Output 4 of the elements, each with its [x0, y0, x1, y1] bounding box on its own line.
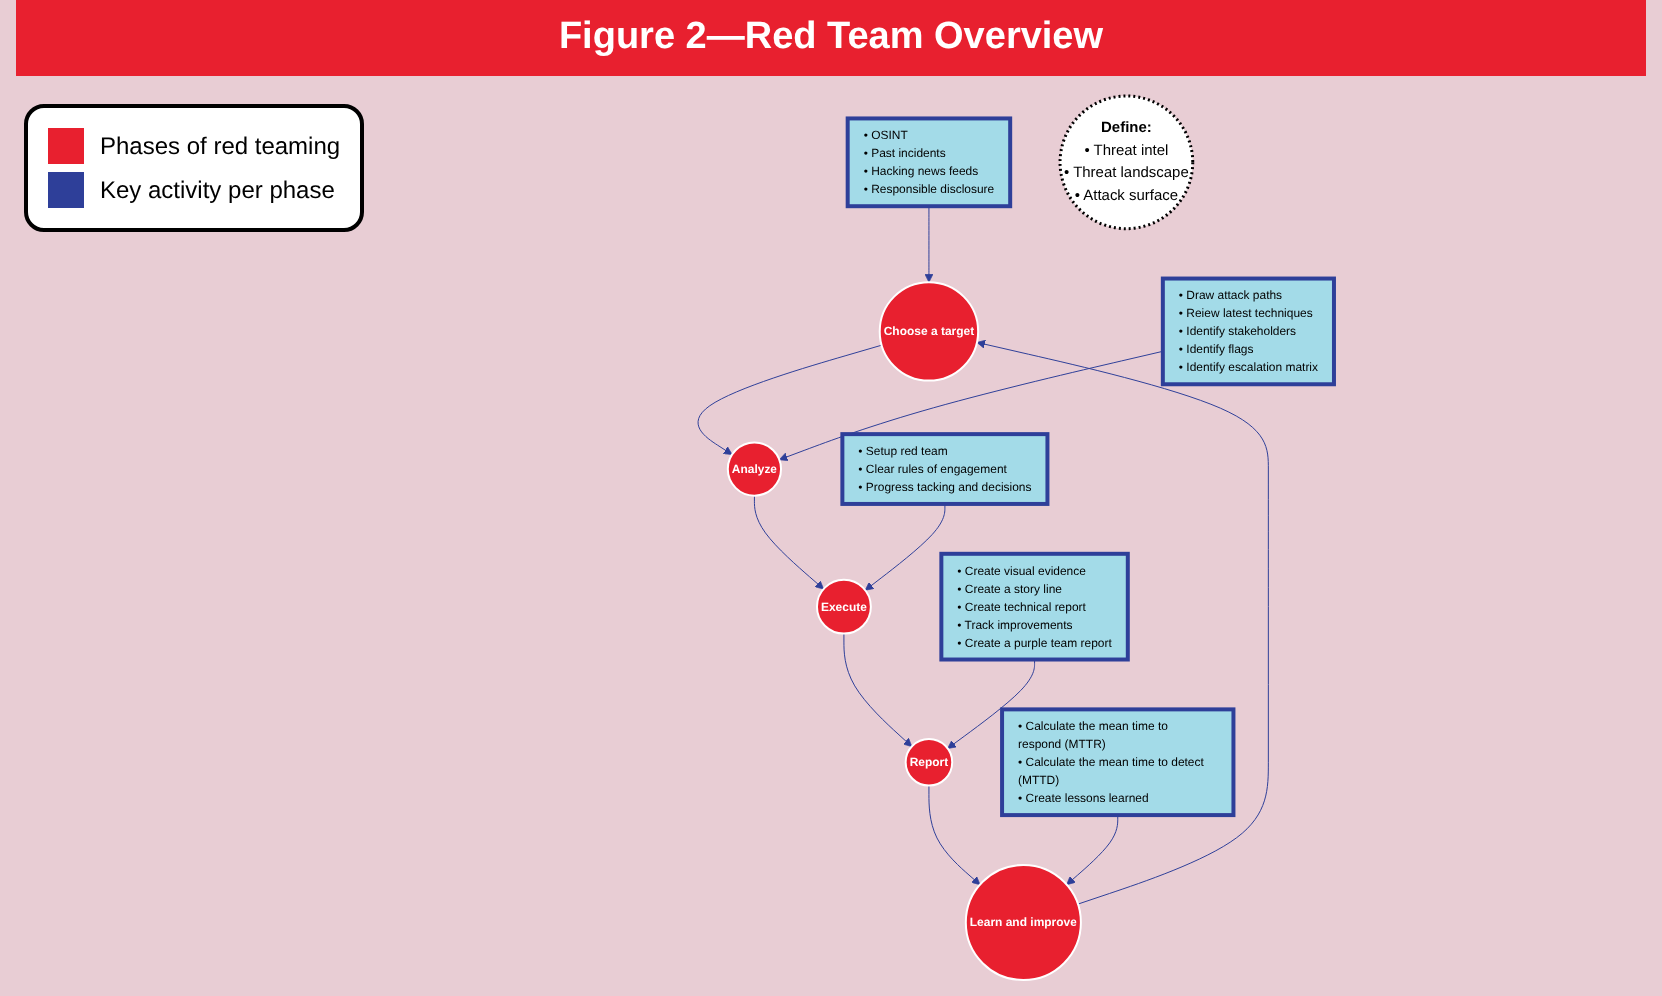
legend-label: Key activity per phase: [100, 176, 335, 204]
arrow: [697, 344, 883, 455]
title-banner: Figure 2—Red Team Overview: [16, 0, 1646, 76]
legend-label: Phases of red teaming: [100, 132, 341, 160]
